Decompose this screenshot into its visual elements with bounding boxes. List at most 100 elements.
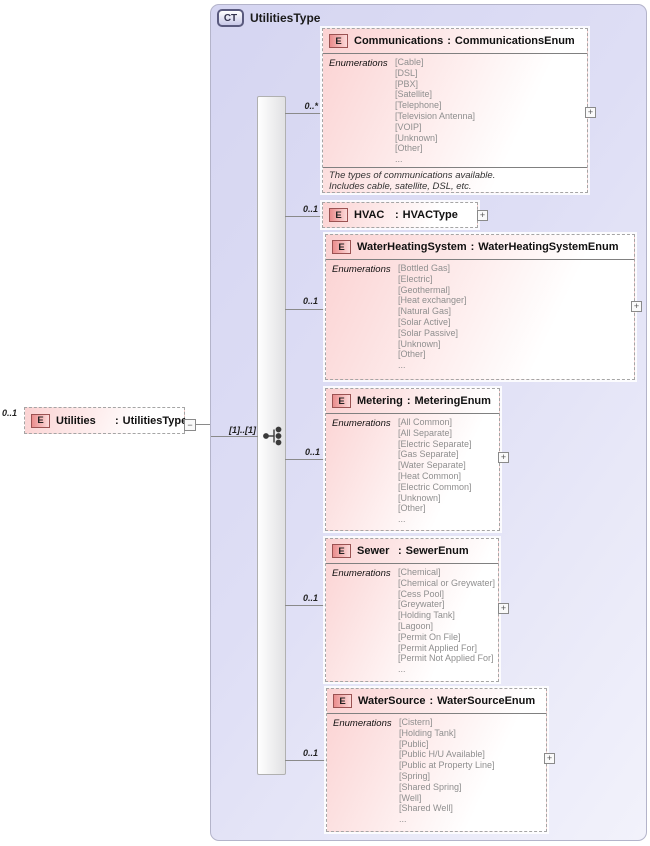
element-type: UtilitiesType	[122, 414, 188, 427]
element-box-hvac[interactable]: E HVAC : HVACType	[320, 200, 480, 230]
element-type: WaterHeatingSystemEnum	[478, 241, 619, 253]
enumeration-value: ...	[398, 514, 406, 525]
element-box-communications[interactable]: E Communications : CommunicationsEnum En…	[320, 26, 590, 195]
enumeration-value: [Holding Tank]	[398, 610, 455, 621]
enumeration-value: [All Common]	[398, 417, 453, 427]
element-box-sewer[interactable]: E Sewer : SewerEnum Enumerations [Chemic…	[323, 536, 501, 684]
expand-button-waterheatingsystem[interactable]: +	[631, 301, 642, 312]
enumeration-value: [Heat Common]	[398, 470, 462, 481]
enumeration-value: [Heat exchanger]	[398, 295, 467, 306]
enumeration-value: [VOIP]	[395, 121, 422, 132]
enumeration-value: [Bottled Gas]	[398, 263, 451, 273]
enumeration-value: [Holding Tank]	[399, 727, 456, 738]
element-name: Communications	[354, 35, 444, 47]
enumeration-value: [Permit Not Applied For]	[398, 653, 494, 664]
cardinality-metering: 0..1	[304, 447, 320, 457]
colon-separator: :	[395, 209, 399, 221]
cardinality-waterheatingsystem: 0..1	[302, 296, 318, 306]
element-box-utilities[interactable]: E Utilities : UtilitiesType	[22, 405, 188, 436]
connector-line-waterheatingsystem	[285, 309, 325, 310]
enumeration-value: [Electric]	[398, 273, 433, 284]
enumeration-list: [Chemical][Chemical or Greywater][Cess P…	[398, 567, 495, 675]
expand-button-hvac[interactable]: +	[477, 210, 488, 221]
enumeration-value: ...	[398, 664, 406, 675]
colon-separator: :	[447, 35, 451, 47]
element-badge: E	[332, 544, 351, 558]
element-name: WaterHeatingSystem	[357, 241, 467, 253]
expand-button-watersource[interactable]: +	[544, 753, 555, 764]
enumeration-value: [Natural Gas]	[398, 306, 452, 317]
enumeration-value: [Lagoon]	[398, 620, 434, 631]
connector-line-communications	[285, 113, 322, 114]
connector-line-hvac	[285, 216, 322, 217]
element-badge: E	[329, 34, 348, 48]
enumeration-value: [All Separate]	[398, 427, 453, 438]
enumeration-value: [Telephone]	[395, 100, 442, 111]
enumerations-label: Enumerations	[332, 418, 391, 429]
element-name: Sewer	[357, 545, 390, 557]
expand-button-sewer[interactable]: +	[498, 603, 509, 614]
colon-separator: :	[429, 695, 434, 707]
connector-line-metering	[285, 459, 325, 460]
element-badge: E	[333, 694, 352, 708]
collapse-button[interactable]: −	[184, 419, 196, 431]
enumeration-value: [Other]	[398, 503, 426, 514]
cardinality-watersource: 0..1	[302, 748, 318, 758]
enumeration-value: [Chemical or Greywater]	[398, 577, 496, 588]
enumeration-value: [Permit On File]	[398, 631, 461, 642]
enumeration-value: [Cable]	[395, 57, 424, 67]
element-badge: E	[329, 208, 348, 222]
cardinality-communications: 0..*	[304, 101, 318, 111]
enumeration-value: [Well]	[399, 792, 422, 803]
element-box-metering[interactable]: E Metering : MeteringEnum Enumerations […	[323, 386, 502, 533]
enumeration-value: [Solar Passive]	[398, 327, 459, 338]
enumeration-value: [Public at Property Line]	[399, 760, 495, 771]
colon-separator: :	[398, 545, 402, 557]
enumeration-value: [DSL]	[395, 67, 418, 78]
element-box-waterheatingsystem[interactable]: E WaterHeatingSystem : WaterHeatingSyste…	[323, 232, 637, 382]
element-badge: E	[31, 413, 50, 428]
annotation-line: The types of communications available.	[329, 169, 496, 181]
element-box-watersource[interactable]: E WaterSource : WaterSourceEnum Enumerat…	[324, 686, 549, 834]
enumerations-label: Enumerations	[332, 264, 391, 275]
enumeration-value: [Unknown]	[395, 132, 438, 143]
enumeration-list: [Bottled Gas][Electric][Geothermal][Heat…	[398, 263, 467, 371]
enumeration-value: [Water Separate]	[398, 460, 466, 471]
enumerations-label: Enumerations	[332, 568, 391, 579]
element-badge: E	[332, 240, 351, 254]
enumeration-list: [Cistern][Holding Tank][Public][Public H…	[399, 717, 495, 825]
enumeration-value: [Public H/U Available]	[399, 749, 485, 760]
enumeration-value: [Permit Applied For]	[398, 642, 478, 653]
enumeration-value: [Satellite]	[395, 89, 433, 100]
cardinality-root: 0..1	[2, 408, 18, 418]
enumeration-value: [Solar Active]	[398, 316, 451, 327]
cardinality-sequence: [1]..[1]	[229, 425, 256, 435]
complex-type-title: UtilitiesType	[250, 11, 321, 25]
enumeration-value: [Cess Pool]	[398, 588, 445, 599]
element-badge: E	[332, 394, 351, 408]
colon-separator: :	[470, 241, 475, 253]
element-type: CommunicationsEnum	[454, 35, 575, 47]
enumeration-value: [Greywater]	[398, 599, 445, 610]
enumeration-value: [PBX]	[395, 78, 419, 89]
expand-button-metering[interactable]: +	[498, 452, 509, 463]
element-name: WaterSource	[358, 695, 426, 707]
enumeration-value: [Unknown]	[398, 338, 441, 349]
enumeration-value: [Public]	[399, 738, 429, 749]
element-annotation: The types of communications available. I…	[323, 166, 587, 195]
enumerations-label: Enumerations	[333, 718, 392, 729]
colon-separator: :	[406, 395, 411, 407]
enumeration-value: [Other]	[398, 349, 426, 360]
element-name: Utilities	[56, 414, 96, 427]
element-type: MeteringEnum	[414, 395, 491, 407]
enumerations-label: Enumerations	[329, 58, 388, 69]
element-name: HVAC	[354, 209, 385, 221]
colon-separator: :	[115, 414, 119, 427]
expand-button-communications[interactable]: +	[585, 107, 596, 118]
enumeration-value: [Other]	[395, 143, 423, 154]
enumeration-value: [Chemical]	[398, 567, 441, 577]
cardinality-hvac: 0..1	[302, 204, 318, 214]
connector-line-sequence	[211, 436, 258, 437]
enumeration-value: [Electric Common]	[398, 481, 472, 492]
